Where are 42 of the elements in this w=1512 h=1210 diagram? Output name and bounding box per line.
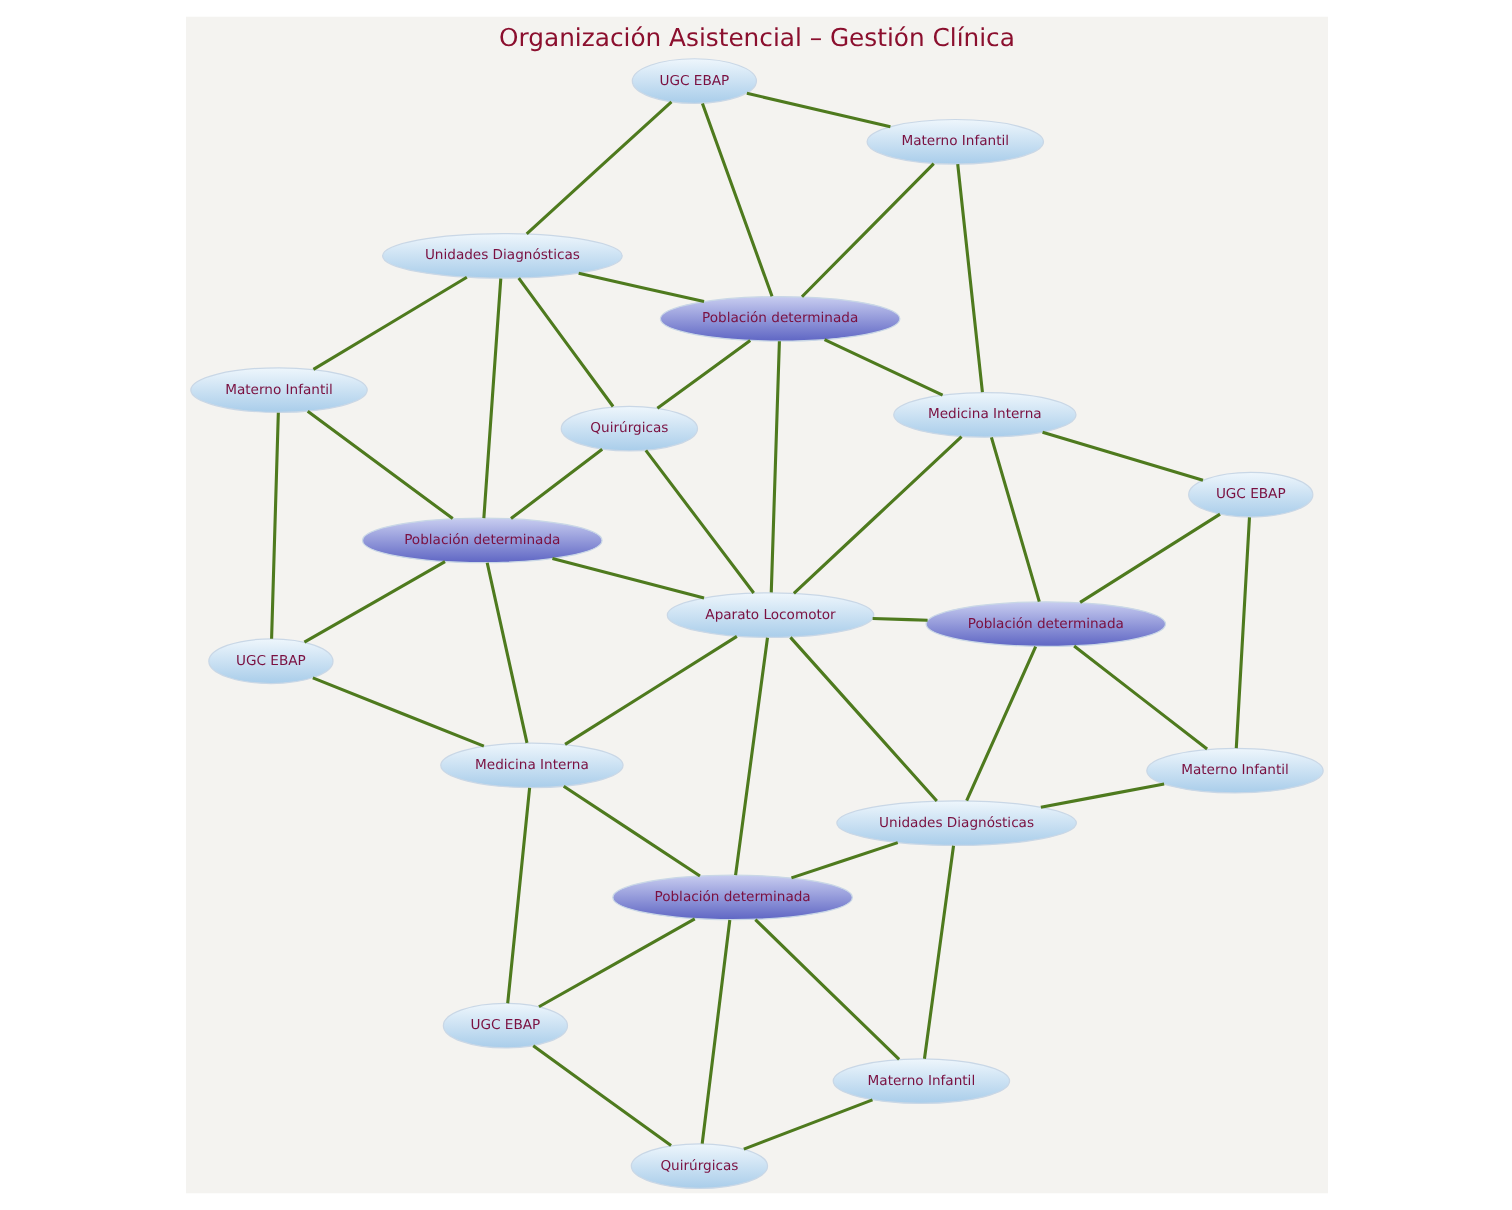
connector [768,341,780,593]
connector [964,646,1037,802]
connector [699,919,731,1144]
connector [537,917,695,1009]
connector [311,676,484,748]
connector [1041,430,1203,482]
connector [1039,782,1164,809]
connector [305,410,453,520]
connector [577,271,704,304]
connector [524,100,672,235]
connector [745,91,890,129]
connector [505,787,531,1004]
connector [988,436,1040,603]
connector [789,841,898,880]
connector [753,918,900,1061]
connector [742,1098,873,1151]
connector [311,275,467,371]
connector [788,636,937,803]
diagram-title: Organización Asistencial – Gestión Clínica [498,24,1014,53]
connector [1072,644,1208,751]
connector [269,412,279,639]
connector [302,560,445,644]
connector [799,162,934,298]
connector [791,435,962,595]
connector [561,784,700,878]
connector [655,339,751,410]
connector [1233,517,1250,749]
connector [481,278,502,519]
connector [509,448,603,520]
connector [921,845,955,1059]
connector [871,616,927,622]
connector [551,557,704,600]
connector [516,277,614,408]
connector [955,164,983,393]
connector [700,102,773,297]
connector [563,635,737,746]
connector [1078,512,1220,604]
connector [822,338,943,397]
connector [643,449,754,594]
connector [733,637,769,876]
connector [531,1044,671,1147]
connector [484,562,528,744]
